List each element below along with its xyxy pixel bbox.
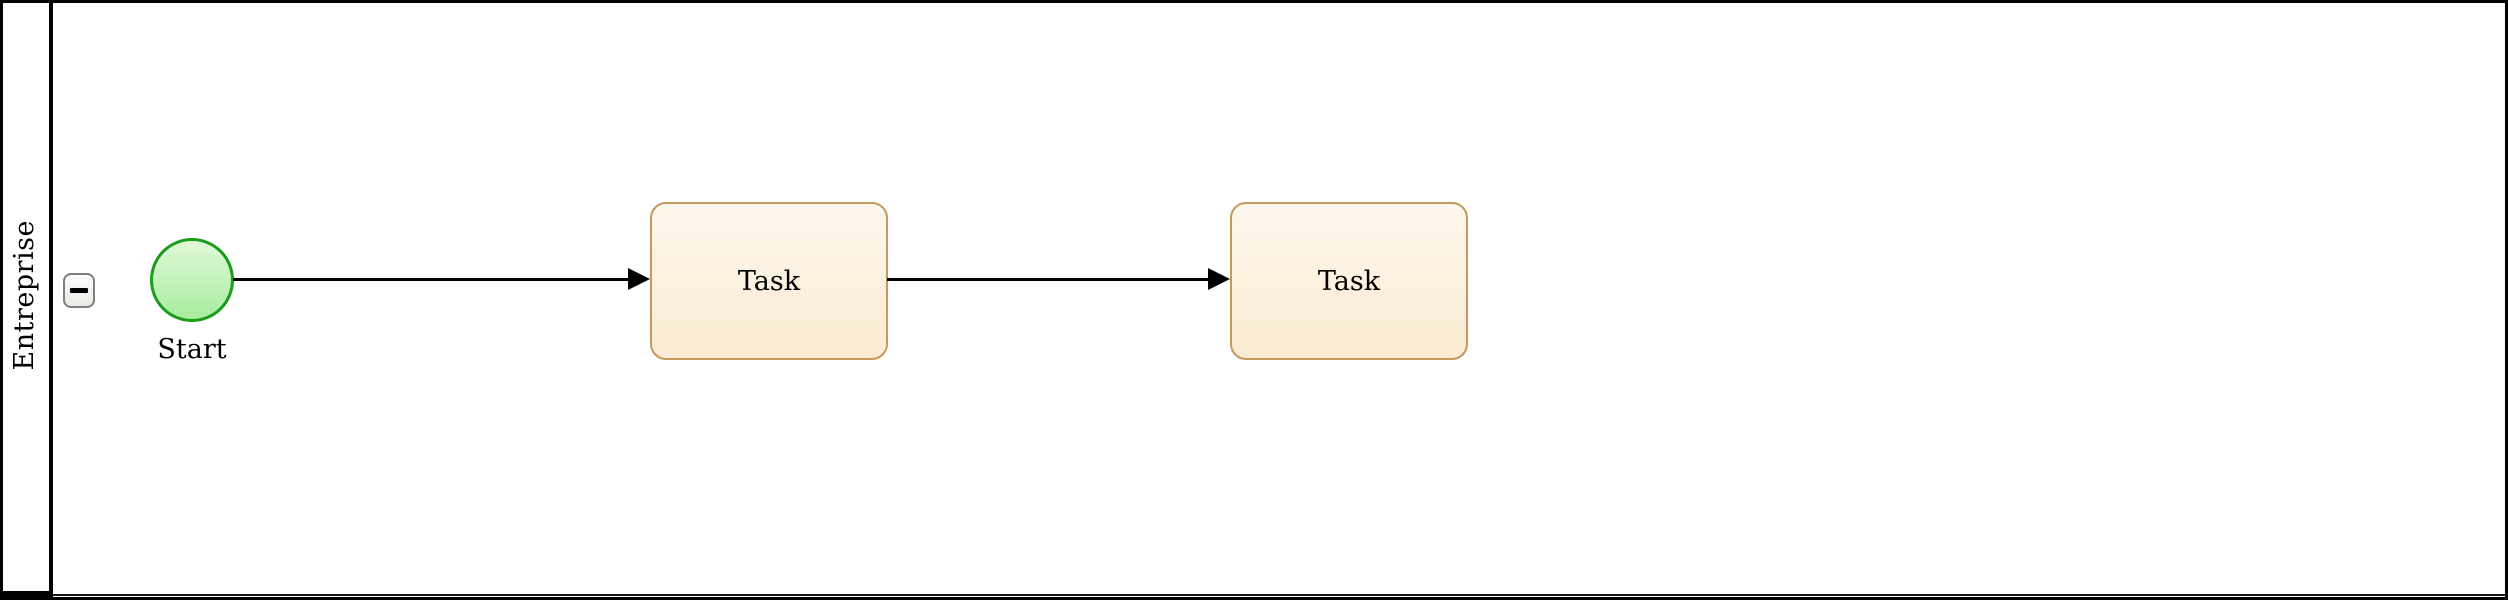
task-2-label: Task	[1317, 265, 1381, 297]
pool-collapse-button[interactable]	[63, 273, 95, 308]
sequence-flow-1[interactable]	[233, 278, 629, 281]
task-1-label: Task	[737, 265, 801, 297]
pool-label: Entreprise	[9, 220, 40, 371]
sequence-flow-2[interactable]	[887, 278, 1209, 281]
arrowhead-icon	[1208, 268, 1230, 290]
minus-icon	[70, 288, 88, 293]
pool-header[interactable]: Entreprise	[0, 0, 49, 591]
pool-bottom-left-corner	[0, 591, 53, 600]
start-event-label: Start	[157, 334, 227, 365]
pool-bottom-border	[53, 594, 2506, 596]
task-node-1[interactable]: Task	[650, 202, 888, 360]
pool-header-divider	[49, 0, 53, 600]
task-node-2[interactable]: Task	[1230, 202, 1468, 360]
start-event-node[interactable]	[150, 238, 234, 322]
arrowhead-icon	[628, 268, 650, 290]
